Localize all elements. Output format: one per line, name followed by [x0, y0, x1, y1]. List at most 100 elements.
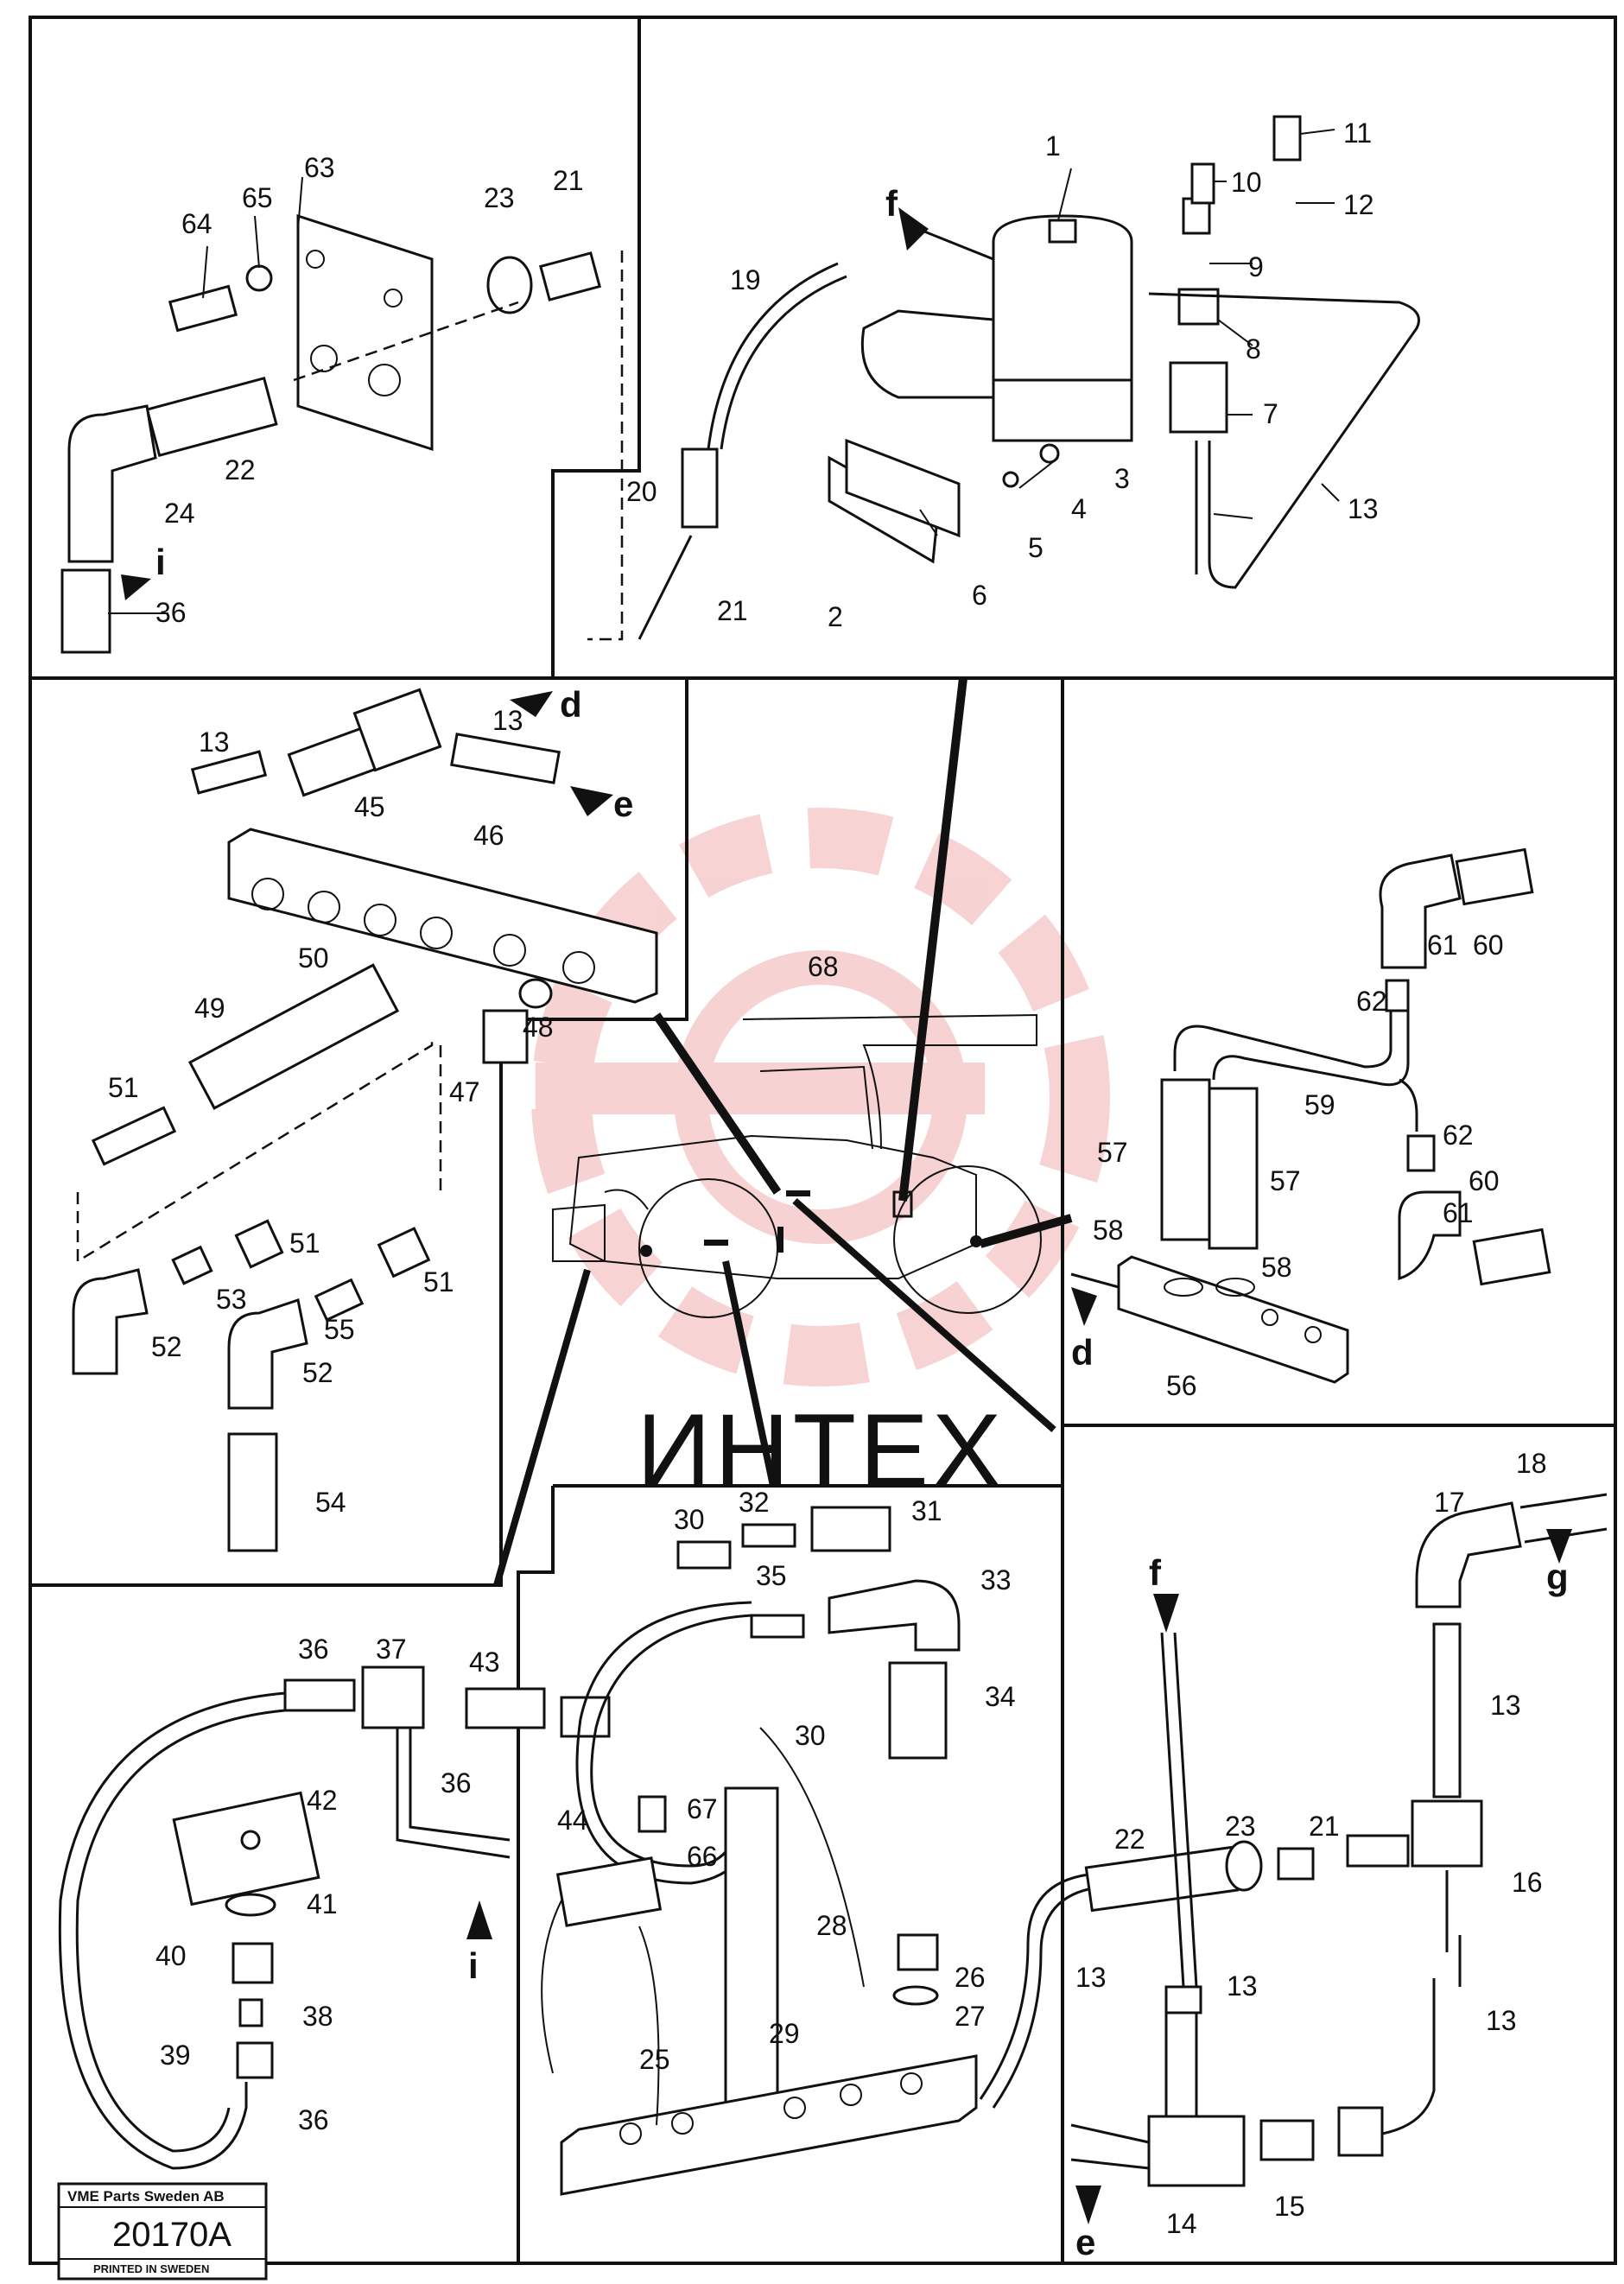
nut-13 — [1164, 1985, 1202, 2014]
callout-16: 16 — [1512, 1867, 1543, 1898]
coupling-43 — [465, 1687, 546, 1729]
callout-55: 55 — [324, 1314, 355, 1345]
tube-21b — [1346, 1834, 1410, 1868]
bolt-67 — [638, 1795, 667, 1833]
callout-57b: 57 — [1270, 1165, 1301, 1196]
callout-9: 9 — [1248, 251, 1264, 282]
title-block-drawing-no: 20170A — [112, 2216, 232, 2254]
adapter-60a — [1455, 847, 1534, 906]
title-block: VME Parts Sweden AB 20170A PRINTED IN SW… — [57, 2182, 268, 2281]
callout-33: 33 — [980, 1564, 1012, 1596]
callout-51a: 51 — [108, 1072, 139, 1103]
panel-top-left — [60, 213, 624, 654]
callout-58a: 58 — [1093, 1215, 1124, 1246]
tee-16 — [1411, 1799, 1483, 1868]
elbow — [67, 404, 157, 563]
bolt — [168, 284, 238, 333]
callout-25: 25 — [639, 2044, 670, 2075]
callout-22b: 22 — [1114, 1824, 1145, 1855]
callout-37: 37 — [376, 1634, 407, 1665]
tube-13b — [450, 733, 561, 784]
callout-34: 34 — [985, 1681, 1016, 1712]
sleeve-21 — [1277, 1847, 1315, 1881]
elbow-17 — [1415, 1501, 1522, 1608]
tee-45 — [352, 688, 442, 772]
callout-6: 6 — [972, 580, 987, 611]
callout-13d: 13 — [1490, 1690, 1521, 1721]
fitting — [1337, 2106, 1384, 2157]
callout-14: 14 — [1166, 2208, 1197, 2239]
union-22 — [1084, 1845, 1240, 1913]
view-letter-e-bottom: e — [1075, 2222, 1095, 2262]
callout-54: 54 — [315, 1487, 346, 1518]
view-letter-i-top: i — [155, 542, 166, 582]
fitting-10 — [1190, 162, 1215, 205]
nut-23 — [1225, 1840, 1263, 1892]
callout-58b: 58 — [1261, 1252, 1292, 1283]
callout-36b: 36 — [298, 1634, 329, 1665]
callout-31: 31 — [911, 1495, 942, 1526]
callout-30b: 30 — [795, 1720, 826, 1751]
callout-13f: 13 — [1227, 1970, 1258, 2002]
callout-41: 41 — [307, 1888, 338, 1919]
pipe-36 — [283, 1678, 356, 1712]
callout-62a: 62 — [1356, 986, 1387, 1017]
callout-23a: 23 — [484, 182, 515, 213]
view-arrows — [121, 207, 1572, 2224]
elbow-52a — [72, 1268, 149, 1375]
callout-57a: 57 — [1097, 1137, 1128, 1168]
bracket-5 — [845, 438, 961, 538]
solenoid-valve — [992, 214, 1133, 408]
fitting-20 — [681, 447, 719, 529]
view-letters: f i d e d f g i e — [155, 183, 1569, 2262]
callout-36d: 36 — [298, 2104, 329, 2135]
panel-bottom-right — [979, 1493, 1608, 2187]
adapter-60b — [1472, 1228, 1551, 1286]
callout-45: 45 — [354, 791, 385, 822]
tube-51 — [91, 1106, 177, 1166]
washer — [245, 264, 273, 292]
callout-38: 38 — [302, 2001, 333, 2032]
callout-36c: 36 — [441, 1767, 472, 1799]
callout-17: 17 — [1434, 1487, 1465, 1518]
callout-36a: 36 — [155, 597, 187, 628]
callout-51c: 51 — [423, 1266, 454, 1297]
view-letter-d-top: d — [560, 684, 582, 725]
callout-46: 46 — [473, 820, 504, 851]
filter-49 — [187, 963, 400, 1110]
callout-15: 15 — [1274, 2191, 1305, 2222]
sleeve-32 — [741, 1523, 796, 1548]
callout-22a: 22 — [225, 454, 256, 485]
callout-39: 39 — [160, 2040, 191, 2071]
watermark-text: ИНТЕХ — [637, 1393, 1005, 1508]
callout-18: 18 — [1516, 1448, 1547, 1479]
callout-62b: 62 — [1443, 1120, 1474, 1151]
leader-lines — [108, 129, 1340, 614]
callout-13e: 13 — [1075, 1962, 1107, 1993]
callout-65: 65 — [242, 182, 273, 213]
callout-24: 24 — [164, 498, 195, 529]
callout-5: 5 — [1028, 532, 1044, 563]
callout-13a: 13 — [1348, 493, 1379, 524]
elbow-33 — [828, 1579, 961, 1652]
coupling-31 — [810, 1506, 891, 1552]
washer-27 — [892, 1985, 939, 2006]
view-letter-f-top: f — [885, 183, 898, 224]
callout-68: 68 — [808, 951, 839, 982]
callout-26: 26 — [955, 1962, 986, 1993]
callout-23b: 23 — [1225, 1811, 1256, 1842]
callout-43: 43 — [469, 1646, 500, 1678]
callout-44: 44 — [557, 1805, 588, 1836]
callout-50: 50 — [298, 942, 329, 974]
callout-47: 47 — [449, 1076, 480, 1107]
callout-12: 12 — [1343, 189, 1374, 220]
title-block-printed: PRINTED IN SWEDEN — [93, 2262, 209, 2275]
tube-30 — [676, 1540, 732, 1570]
sleeve-53 — [171, 1245, 213, 1285]
tube-13 — [190, 750, 268, 795]
washer-41 — [225, 1893, 276, 1917]
callout-53: 53 — [216, 1284, 247, 1315]
tube-51c — [377, 1227, 431, 1278]
callout-13c: 13 — [492, 705, 523, 736]
